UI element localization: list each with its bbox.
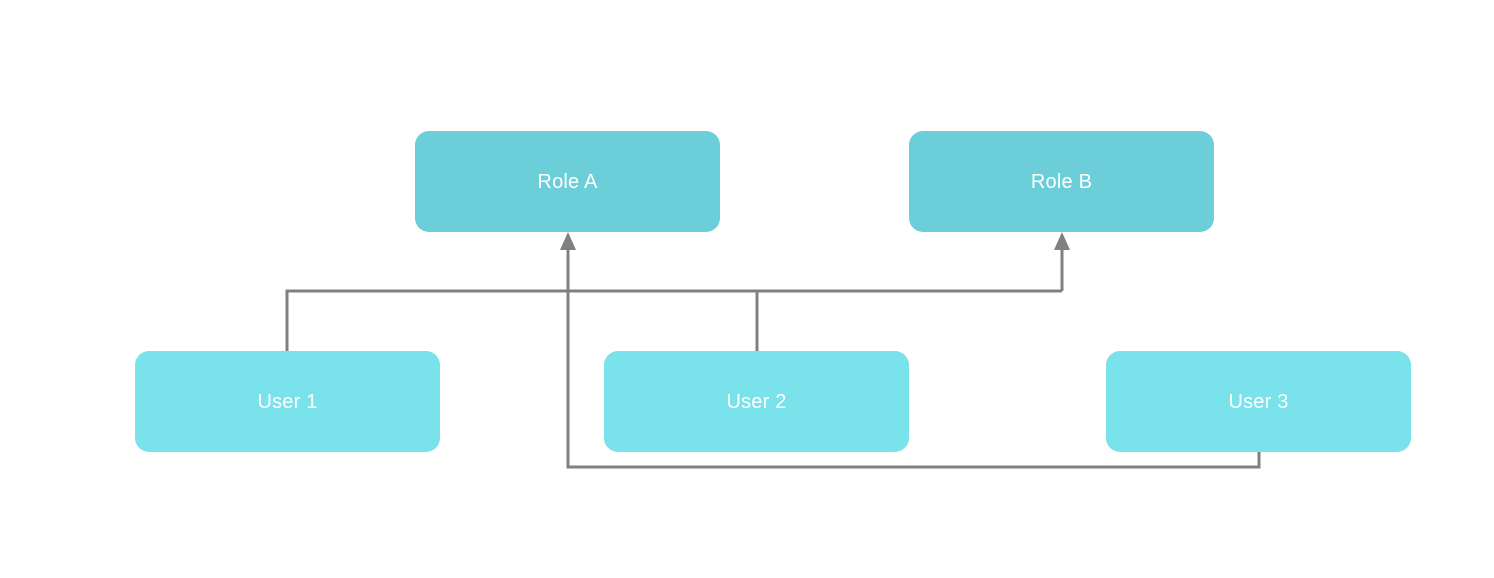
arrowhead-role-a xyxy=(560,232,576,250)
node-label-role-a: Role A xyxy=(537,170,598,193)
node-user-3[interactable]: User 3 xyxy=(1106,351,1411,452)
node-user-2[interactable]: User 2 xyxy=(604,351,909,452)
arrowhead-role-b xyxy=(1054,232,1070,250)
node-user-1[interactable]: User 1 xyxy=(135,351,440,452)
node-label-user-3: User 3 xyxy=(1228,390,1289,413)
node-role-a[interactable]: Role A xyxy=(415,131,720,232)
edge-user2-role-a xyxy=(568,289,759,351)
node-label-role-b: Role B xyxy=(1030,170,1093,193)
node-role-b[interactable]: Role B xyxy=(909,131,1214,232)
edge-user1-role-a xyxy=(285,243,570,351)
node-label-user-2: User 2 xyxy=(726,390,787,413)
node-label-user-1: User 1 xyxy=(257,390,318,413)
